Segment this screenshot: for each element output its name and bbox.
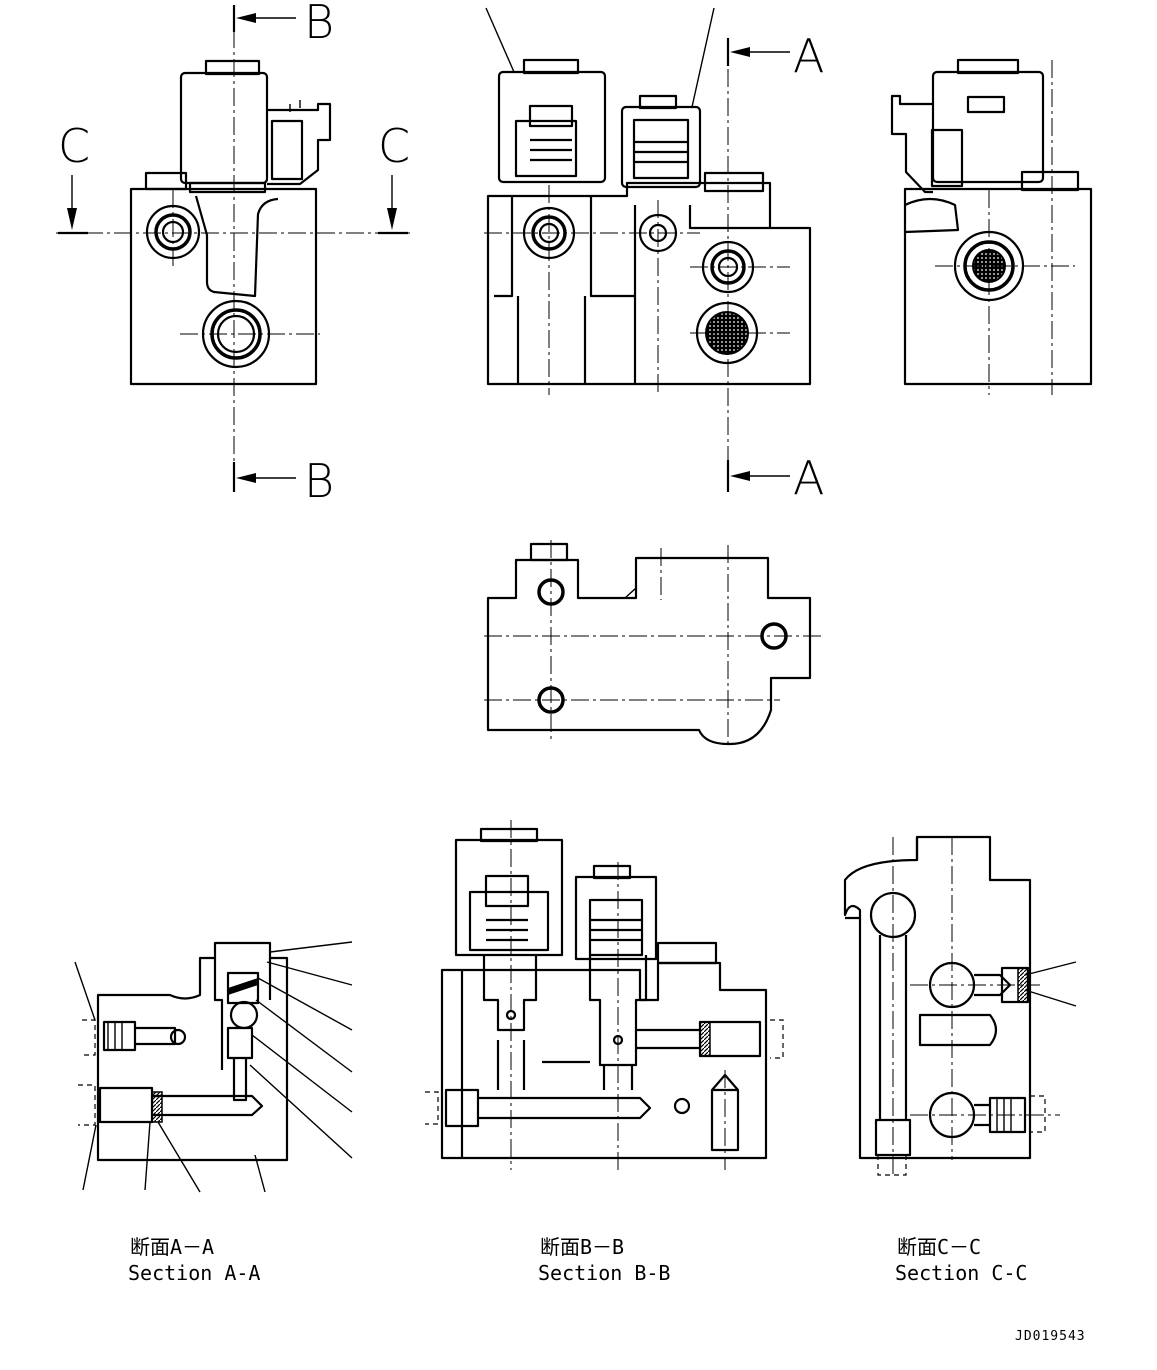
section-marker-c-right: C [378,119,410,173]
view-front-elevation: A A [484,7,824,505]
section-marker-c-left: C [58,119,90,173]
section-marker-a-top: A [793,29,824,83]
section-b-b-title-en: Section B-B [538,1261,670,1285]
section-marker-b-top: B [304,0,334,49]
section-c-c-title-en: Section C-C [895,1261,1027,1285]
section-a-a-title-en: Section A-A [128,1261,260,1285]
section-marker-b-bottom: B [304,454,334,508]
view-right-elevation [890,58,1093,395]
section-a-a: 断面A－A Section A-A [74,941,353,1285]
section-c-c-title-jp: 断面C－C [897,1235,981,1259]
section-b-b: 断面B－B Section B-B [425,820,784,1285]
section-c-c: 断面C－C Section C-C [843,835,1077,1285]
section-b-b-title-jp: 断面B－B [540,1235,624,1259]
drawing-id: JD019543 [1015,1329,1086,1344]
section-marker-a-bottom: A [793,451,824,505]
section-a-a-title-jp: 断面A－A [130,1235,214,1259]
view-left-elevation: B B C C [56,0,410,508]
view-plan [484,540,825,746]
